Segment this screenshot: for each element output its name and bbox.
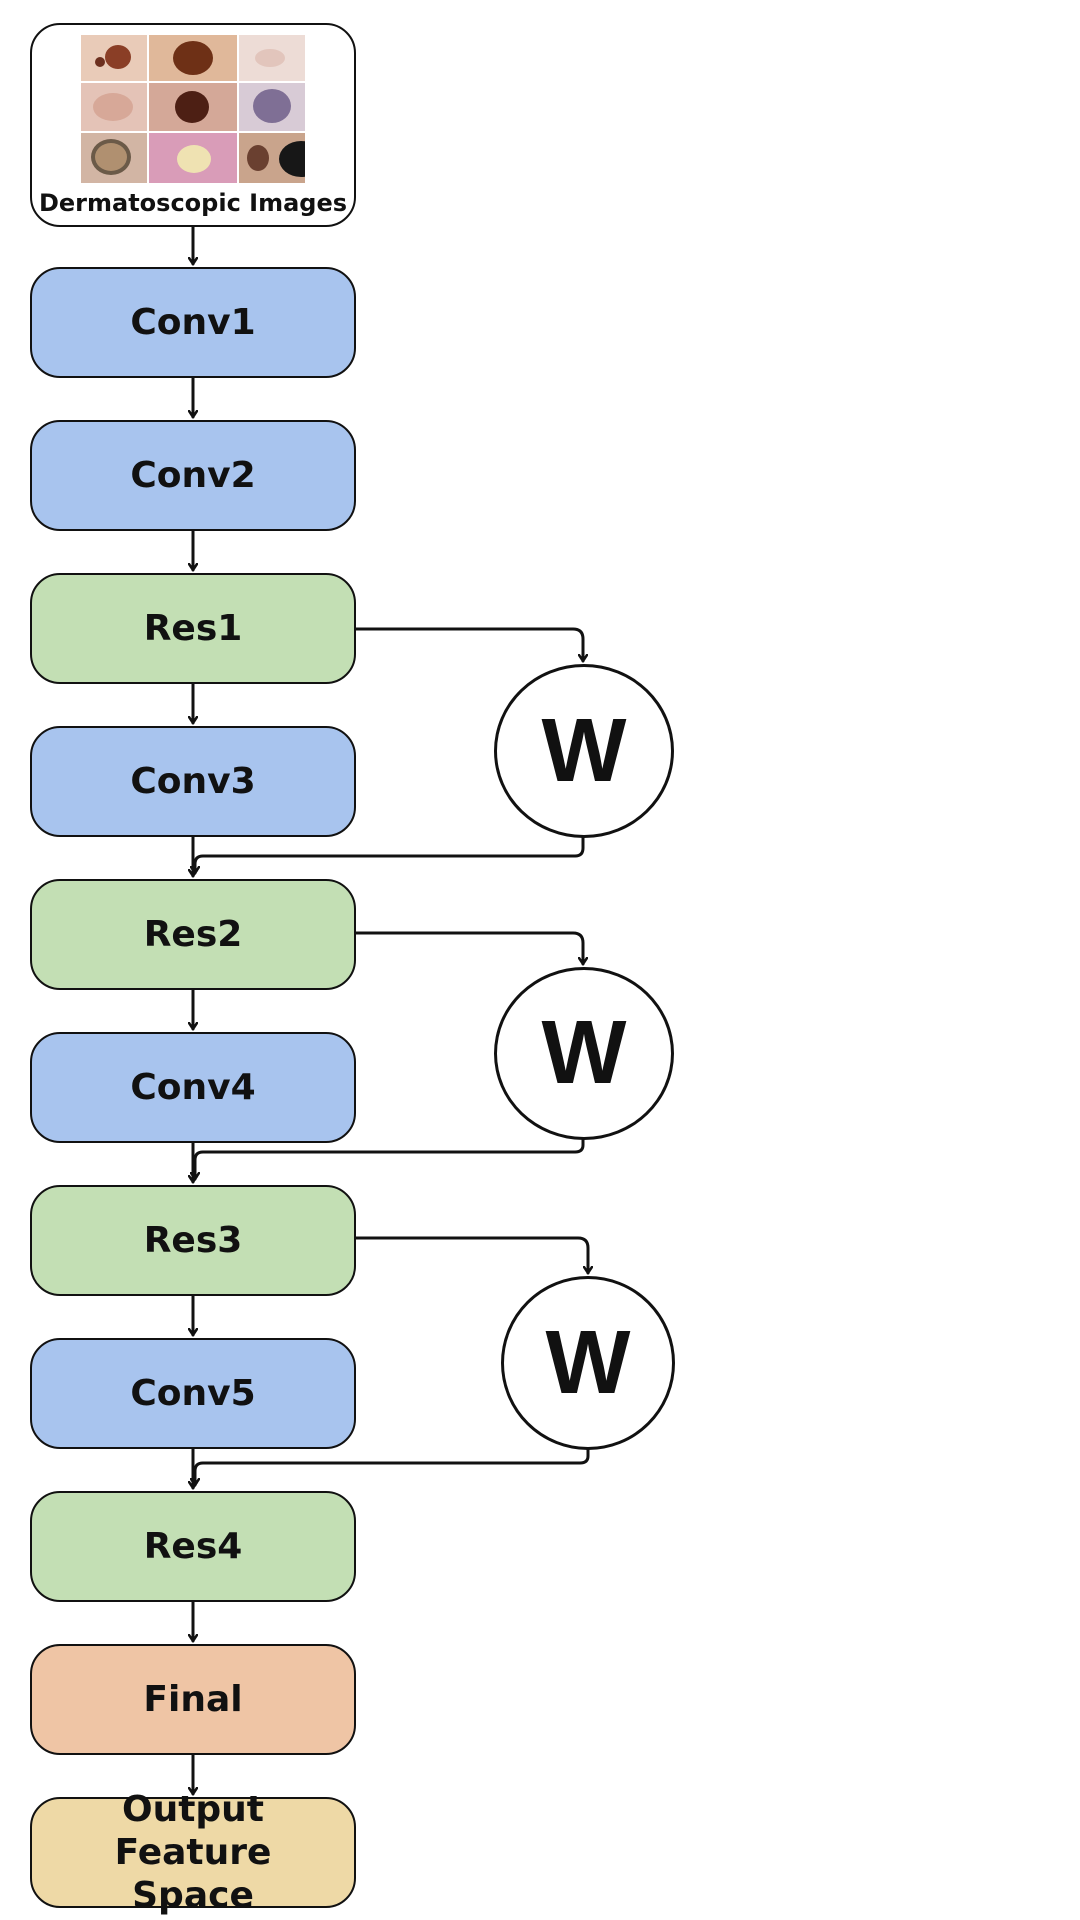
skin-lesion-thumbnail	[81, 35, 147, 81]
conv3-node: Conv3	[30, 726, 356, 837]
skip-w1-to-res2	[195, 834, 585, 875]
weight-node-2: W	[494, 967, 674, 1140]
skip-w3-to-res4	[195, 1446, 590, 1487]
weight-node-1: W	[494, 664, 674, 838]
skip-res1-to-w1	[354, 627, 583, 663]
skin-lesion-thumbnail	[239, 133, 305, 183]
res3-node: Res3	[30, 1185, 356, 1296]
skip-res2-to-w2	[354, 931, 583, 966]
skin-lesion-thumbnail	[239, 83, 305, 131]
output-feature-space-node: Output Feature Space	[30, 1789, 356, 1916]
skin-lesion-thumbnail	[239, 35, 305, 81]
skip-res3-to-w3	[348, 1236, 588, 1275]
skin-lesion-thumbnail	[149, 133, 237, 183]
skin-lesion-thumbnail	[81, 133, 147, 183]
res4-node: Res4	[30, 1491, 356, 1602]
final-node: Final	[30, 1644, 356, 1755]
conv4-node: Conv4	[30, 1032, 356, 1143]
res1-node: Res1	[30, 573, 356, 684]
input-node: Dermatoscopic Images	[30, 23, 356, 227]
skin-lesion-thumbnail	[149, 35, 237, 81]
dermatoscopic-image-grid	[81, 35, 305, 183]
skin-lesion-thumbnail	[81, 83, 147, 131]
skin-lesion-thumbnail	[149, 83, 237, 131]
conv2-node: Conv2	[30, 420, 356, 531]
conv5-node: Conv5	[30, 1338, 356, 1449]
weight-node-3: W	[501, 1276, 675, 1450]
res2-node: Res2	[30, 879, 356, 990]
input-label: Dermatoscopic Images	[38, 189, 348, 217]
skip-w2-to-res3	[195, 1136, 585, 1181]
conv1-node: Conv1	[30, 267, 356, 378]
